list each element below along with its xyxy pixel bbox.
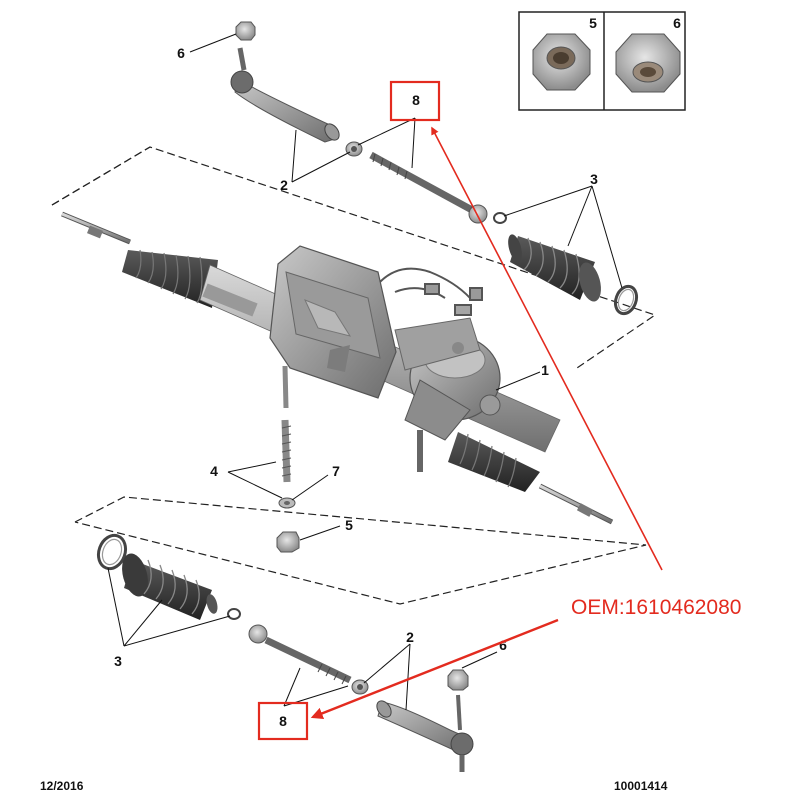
callout-8-bottom: 8 — [279, 713, 287, 729]
top-dashed-outline — [51, 146, 657, 369]
bottom-lock-nut-icon — [351, 679, 369, 695]
steering-rack — [61, 211, 614, 525]
callout-5: 5 — [345, 517, 353, 533]
callout-6-bottom: 6 — [499, 637, 507, 653]
red-arrows — [310, 126, 663, 720]
inset-label-5: 5 — [589, 15, 597, 31]
callout-7: 7 — [332, 463, 340, 479]
leader-lines — [107, 33, 623, 711]
rack-right-boot — [448, 432, 540, 492]
callout-4: 4 — [210, 463, 218, 479]
nut-inset-box: 5 6 — [518, 11, 686, 111]
callout-2-bottom: 2 — [406, 629, 414, 645]
rack-ecu-housing — [269, 245, 397, 399]
footer-date: 12/2016 — [40, 779, 84, 793]
rack-motor — [394, 317, 501, 441]
callout-2-top: 2 — [280, 177, 288, 193]
top-boot-clip-icon — [493, 212, 507, 224]
top-nut-6-icon — [235, 21, 256, 41]
rack-wiring — [379, 267, 483, 316]
stud-bolt — [281, 365, 292, 483]
inset-label-6: 6 — [673, 15, 681, 31]
bottom-boot-icon — [122, 553, 218, 620]
bottom-nut-6-icon — [447, 669, 469, 691]
bottom-inner-tie-rod — [248, 624, 352, 685]
top-inner-tie-rod — [369, 151, 488, 224]
callout-3-bottom: 3 — [114, 653, 122, 669]
callout-6-top: 6 — [177, 45, 185, 61]
top-boot-icon — [508, 234, 601, 302]
bottom-dashed-outline — [74, 496, 647, 605]
nut-6-icon — [615, 33, 681, 93]
bottom-boot-band-icon — [96, 533, 128, 571]
top-boot-band-icon — [613, 284, 639, 316]
oem-label: OEM:1610462080 — [571, 596, 741, 619]
bottom-tie-rod-end — [376, 694, 474, 772]
callout-1: 1 — [541, 362, 549, 378]
nut-5-icon — [532, 33, 591, 91]
highlight-box-top — [389, 80, 441, 122]
highlight-box-bottom — [257, 701, 309, 741]
callout-8-top: 8 — [412, 92, 420, 108]
bottom-boot-clip-icon — [227, 608, 241, 620]
washer-7-icon — [278, 497, 296, 509]
top-tie-rod-end — [230, 47, 340, 143]
rack-left-boot — [122, 249, 218, 308]
callout-3-top: 3 — [590, 171, 598, 187]
footer-reference: 10001414 — [614, 779, 668, 793]
flange-nut-5-icon — [276, 531, 300, 553]
